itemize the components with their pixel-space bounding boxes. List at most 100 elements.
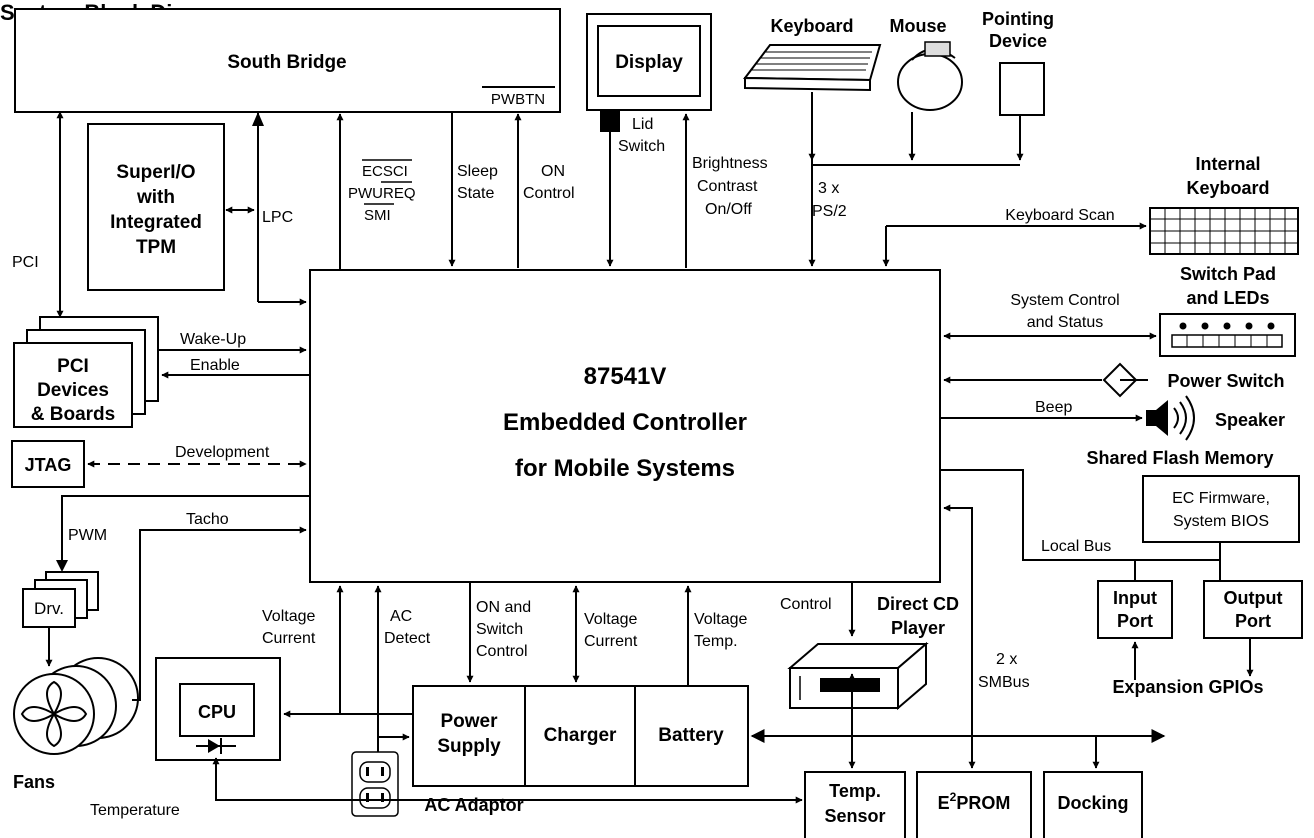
- internal-keyboard-grid: [1149, 207, 1299, 255]
- sleep-state-label-2: State: [457, 185, 494, 202]
- docking-label: Docking: [1057, 793, 1128, 813]
- cpu-block: [179, 683, 255, 737]
- internal-keyboard-label-1: Internal: [1195, 154, 1260, 174]
- input-port-label-2: Port: [1117, 611, 1153, 631]
- wake-up-label: Wake-Up: [180, 331, 246, 348]
- voltage-current-label-1: Voltage: [262, 608, 315, 625]
- battery-vt-label-1: Voltage: [694, 611, 747, 628]
- voltage-current-label-2: Current: [262, 630, 316, 647]
- temperature-label: Temperature: [90, 802, 180, 819]
- pointing-device-label-2: Device: [989, 31, 1047, 51]
- pointing-device-block: [999, 62, 1045, 116]
- output-port-block: [1203, 580, 1303, 639]
- speaker-label: Speaker: [1215, 410, 1285, 430]
- pci-signal-label: PCI: [12, 254, 39, 271]
- tacho-label: Tacho: [186, 511, 229, 528]
- shared-flash-label: Shared Flash Memory: [1086, 448, 1273, 468]
- south-bridge-block: [14, 8, 561, 113]
- display-block: [597, 25, 701, 97]
- fans-icon: [13, 657, 139, 755]
- pwm-label: PWM: [68, 527, 107, 544]
- temp-sensor-label-2: Sensor: [824, 806, 885, 826]
- brightness-label-1: Brightness: [692, 155, 768, 172]
- drv-block: [22, 588, 76, 628]
- output-port-label-1: Output: [1224, 588, 1283, 608]
- power-supply-label-1: Power: [440, 711, 498, 732]
- direct-cd-label-2: Player: [891, 618, 945, 638]
- beep-label: Beep: [1035, 399, 1072, 416]
- ecsci-signal-label: ECSCI: [362, 163, 408, 180]
- drv-label: Drv.: [34, 599, 64, 618]
- keyboard-icon: [743, 44, 882, 92]
- mouse-label: Mouse: [889, 16, 946, 36]
- jtag-block: [11, 440, 85, 488]
- pci-devices-label-1: PCI: [57, 356, 89, 377]
- brightness-label-2: Contrast: [697, 178, 758, 195]
- superio-label-3: Integrated: [110, 212, 202, 233]
- flash-block: [1142, 475, 1300, 543]
- jtag-label: JTAG: [25, 455, 72, 475]
- lpc-signal-label: LPC: [262, 209, 293, 226]
- brightness-label-3: On/Off: [705, 201, 752, 218]
- direct-cd-label-1: Direct CD: [877, 594, 959, 614]
- eeprom-label: E2PROM: [938, 790, 1011, 813]
- enable-label: Enable: [190, 357, 240, 374]
- on-switch-label-3: Control: [476, 643, 528, 660]
- charger-vc-label-1: Voltage: [584, 611, 637, 628]
- sys-ctrl-label-1: System Control: [1010, 292, 1119, 309]
- internal-keyboard-label-2: Keyboard: [1186, 178, 1269, 198]
- smbus-label-2: SMBus: [978, 674, 1030, 691]
- on-switch-label-2: Switch: [476, 621, 523, 638]
- on-control-label-2: Control: [523, 185, 575, 202]
- keyboard-scan-label: Keyboard Scan: [1005, 207, 1114, 224]
- sys-ctrl-label-2: and Status: [1027, 314, 1104, 331]
- switch-pad-label-2: and LEDs: [1186, 288, 1269, 308]
- charger-label: Charger: [544, 725, 617, 746]
- switch-pad-block: [1159, 313, 1296, 357]
- pwureq-signal-label: PWUREQ: [348, 185, 416, 202]
- switch-pad-label-1: Switch Pad: [1180, 264, 1276, 284]
- power-switch-label: Power Switch: [1167, 371, 1284, 391]
- smi-signal-label: SMI: [364, 207, 391, 224]
- output-port-label-2: Port: [1235, 611, 1271, 631]
- speaker-icon: [1146, 395, 1195, 441]
- diode-icon: [196, 738, 236, 754]
- charger-vc-label-2: Current: [584, 633, 638, 650]
- power-supply-label-2: Supply: [437, 736, 501, 757]
- lid-label-1: Lid: [632, 116, 653, 133]
- ec-label-3: for Mobile Systems: [515, 455, 735, 482]
- on-switch-label-1: ON and: [476, 599, 531, 616]
- expansion-gpios-label: Expansion GPIOs: [1112, 677, 1263, 697]
- temp-sensor-block: [804, 771, 906, 838]
- keyboard-label: Keyboard: [770, 16, 853, 36]
- development-label: Development: [175, 444, 270, 461]
- display-label: Display: [615, 52, 683, 73]
- ac-detect-label-2: Detect: [384, 630, 431, 647]
- battery-vt-label-2: Temp.: [694, 633, 738, 650]
- input-port-block: [1097, 580, 1173, 639]
- embedded-controller-block: [309, 269, 941, 583]
- battery-label: Battery: [658, 725, 724, 746]
- smbus-label-1: 2 x: [996, 651, 1017, 668]
- lid-switch-marker: [600, 110, 620, 132]
- ac-adaptor-label: AC Adaptor: [424, 795, 523, 815]
- ps2-label-2: PS/2: [812, 203, 847, 220]
- flash-label-2: System BIOS: [1173, 513, 1269, 530]
- docking-block: [1043, 771, 1143, 838]
- lid-label-2: Switch: [618, 138, 665, 155]
- superio-label-1: SuperI/O: [116, 162, 195, 183]
- pointing-device-label-1: Pointing: [982, 9, 1054, 29]
- pci-devices-label-2: Devices: [37, 380, 109, 401]
- pci-devices-label-3: & Boards: [31, 404, 115, 425]
- ac-outlet-icon: [351, 751, 399, 817]
- ec-label-1: 87541V: [584, 363, 667, 390]
- fans-label: Fans: [13, 772, 55, 792]
- ps2-label-1: 3 x: [818, 180, 839, 197]
- cpu-label: CPU: [198, 702, 236, 722]
- local-bus-label: Local Bus: [1041, 538, 1111, 555]
- temp-sensor-label-1: Temp.: [829, 781, 881, 801]
- input-port-label-1: Input: [1113, 588, 1157, 608]
- superio-label-4: TPM: [136, 237, 176, 258]
- pci-devices-block: [13, 342, 133, 428]
